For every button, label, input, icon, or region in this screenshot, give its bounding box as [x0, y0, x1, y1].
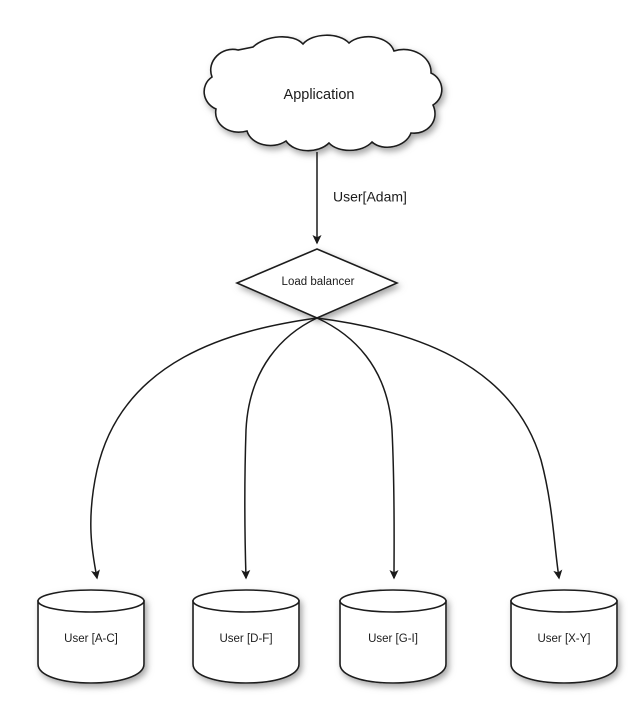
- cylinder-body-gi: [339, 600, 447, 684]
- cylinder-top-gi: [339, 589, 447, 613]
- node-application[interactable]: Application: [203, 34, 443, 152]
- edge-lb-to-db-gi: [316, 317, 399, 580]
- cylinder-top-ac: [37, 589, 145, 613]
- edge-path-df: [241, 317, 318, 580]
- database-label-ac: User [A-C]: [64, 633, 118, 645]
- edge-lb-to-db-df: [241, 317, 318, 580]
- node-database-user-g-i[interactable]: User [G-I]: [339, 589, 447, 684]
- cylinder-body-df: [192, 600, 300, 684]
- edge-lb-to-db-ac: [90, 317, 318, 580]
- cloud-shape: [203, 34, 443, 152]
- edge-path-gi: [316, 317, 399, 580]
- database-label-xy: User [X-Y]: [537, 633, 590, 645]
- database-label-gi: User [G-I]: [368, 633, 418, 645]
- edge-path-ac: [90, 317, 318, 580]
- edge-lb-to-db-xy: [316, 317, 563, 580]
- application-label: Application: [284, 87, 355, 103]
- load-balancer-label: Load balancer: [282, 276, 355, 288]
- node-database-user-a-c[interactable]: User [A-C]: [37, 589, 145, 684]
- node-database-user-x-y[interactable]: User [X-Y]: [510, 589, 618, 684]
- cylinder-top-xy: [510, 589, 618, 613]
- cylinder-body-xy: [510, 600, 618, 684]
- database-label-df: User [D-F]: [219, 633, 272, 645]
- node-database-user-d-f[interactable]: User [D-F]: [192, 589, 300, 684]
- cylinder-body-ac: [37, 600, 145, 684]
- edge-application-to-load-balancer: User[Adam]: [312, 152, 407, 245]
- cylinder-top-df: [192, 589, 300, 613]
- edge-path-xy: [316, 317, 563, 580]
- edge-label-user-adam: User[Adam]: [333, 189, 407, 205]
- node-load-balancer[interactable]: Load balancer: [234, 248, 400, 319]
